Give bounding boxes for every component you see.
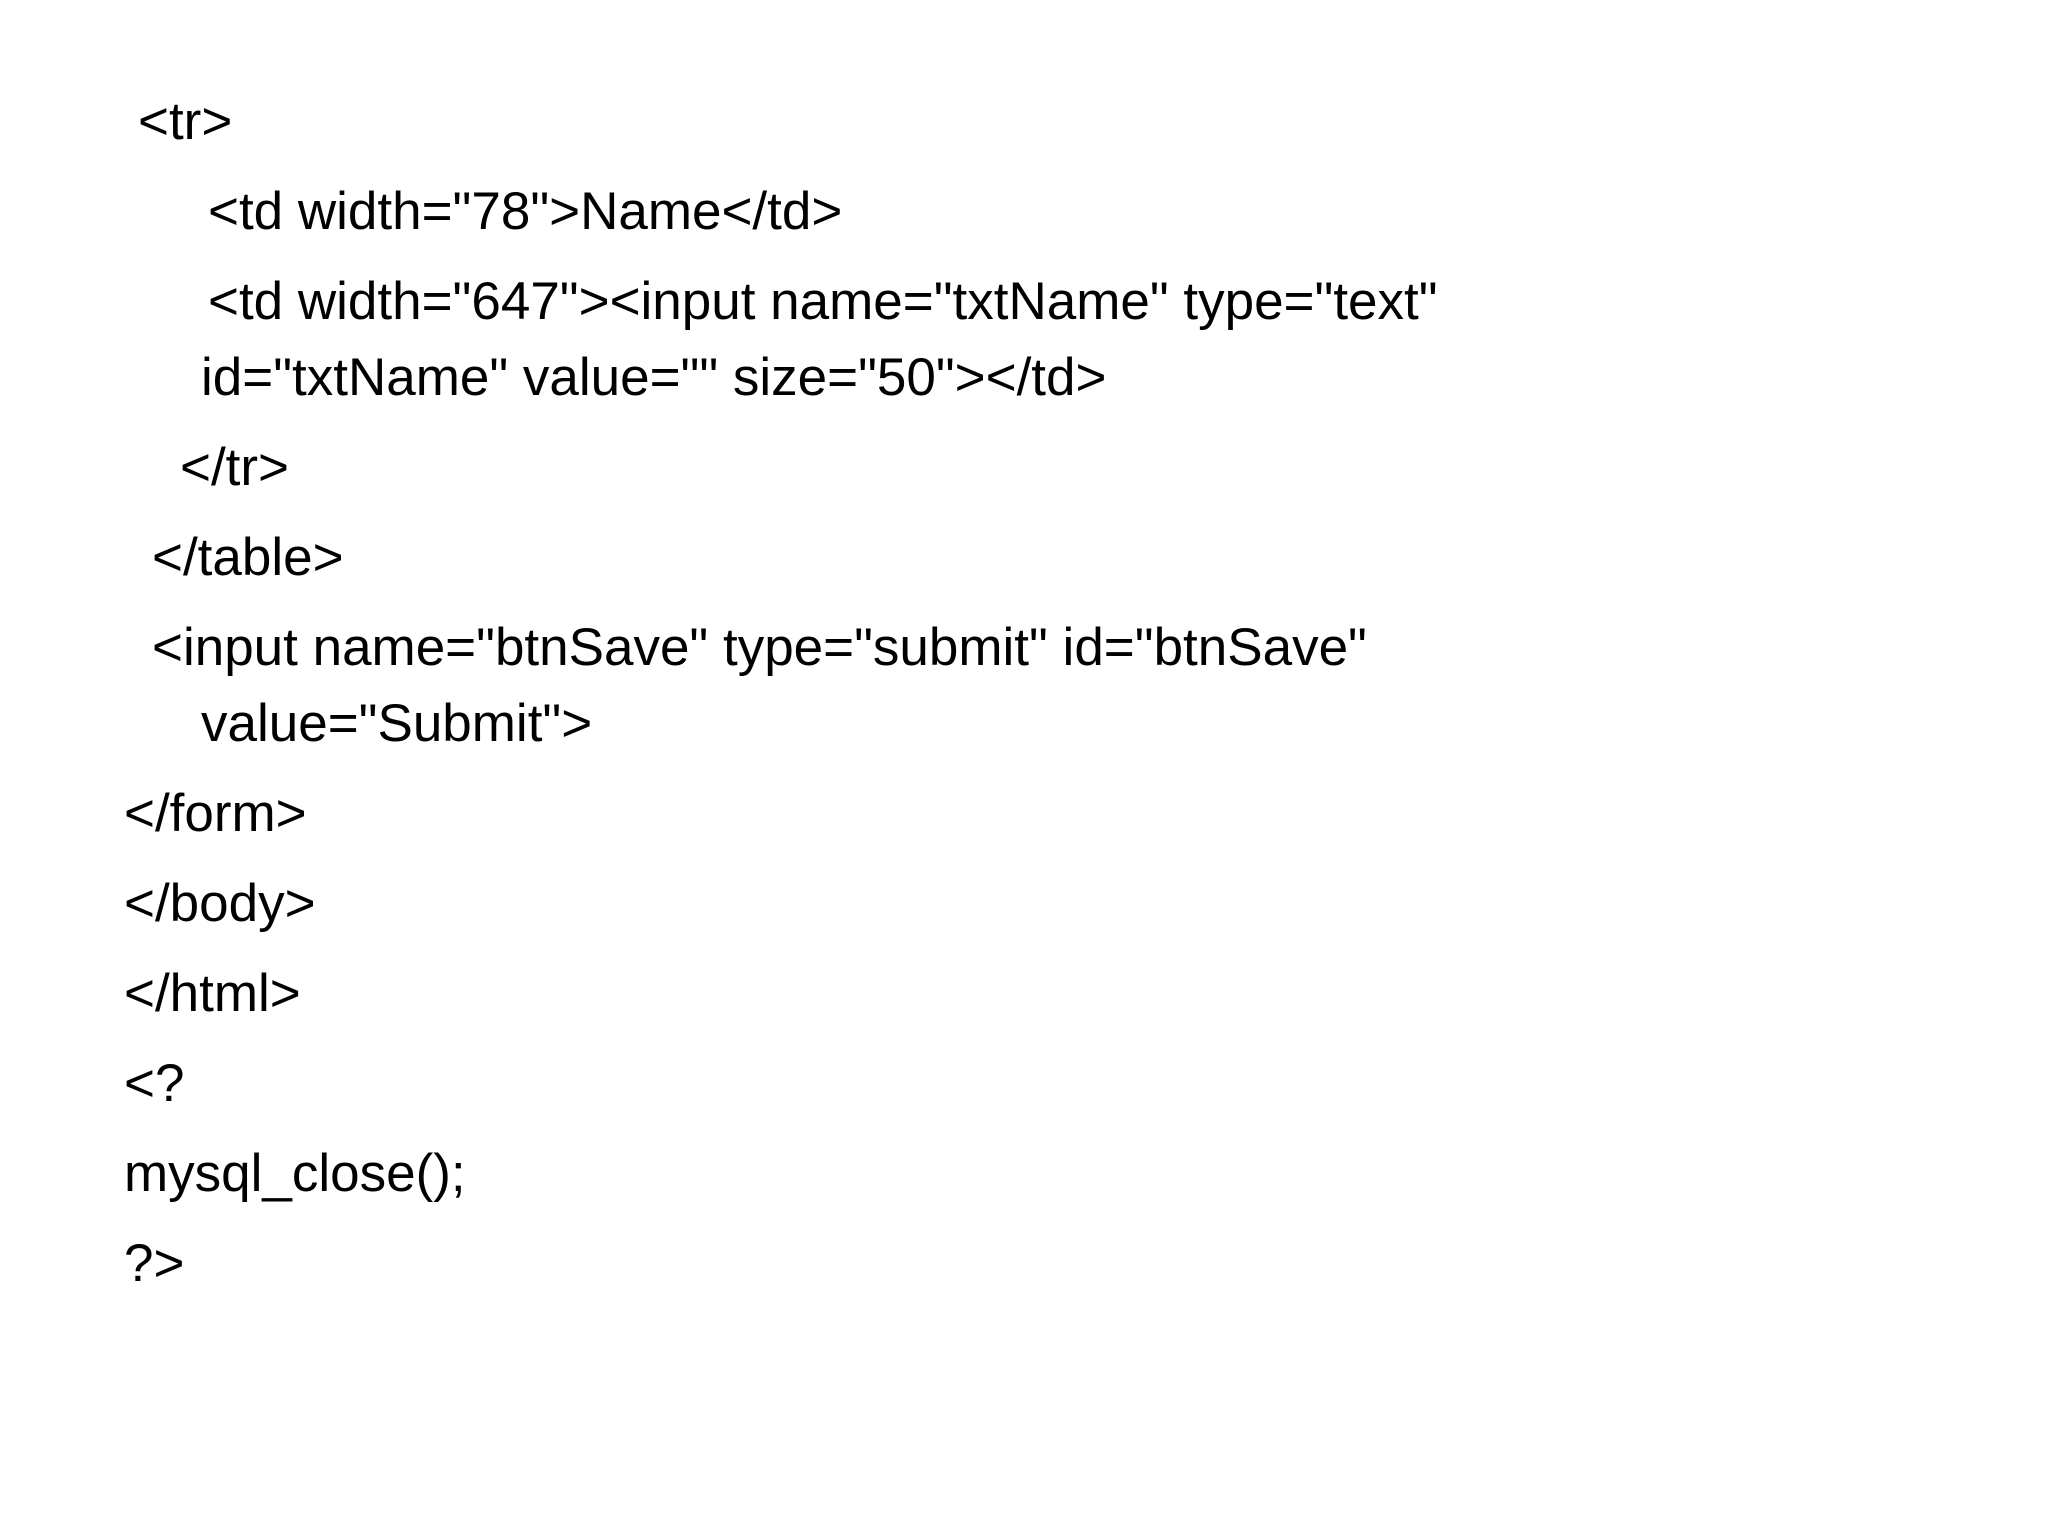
- code-line-td-input: <td width="647"><input name="txtName" ty…: [208, 272, 1438, 331]
- code-line-html-close: </html>: [124, 964, 301, 1023]
- code-line-php-close: ?>: [124, 1234, 185, 1293]
- code-line-form-close: </form>: [124, 784, 307, 843]
- code-line-mysql-close: mysql_close();: [124, 1144, 466, 1203]
- code-line-php-open: <?: [124, 1054, 185, 1113]
- code-line-submit-input-cont: value="Submit">: [201, 694, 593, 753]
- code-line-tr-open: <tr>: [138, 92, 233, 151]
- code-line-table-close: </table>: [152, 528, 344, 587]
- code-line-td-input-cont: id="txtName" value="" size="50"></td>: [201, 348, 1107, 407]
- code-line-submit-input: <input name="btnSave" type="submit" id="…: [152, 618, 1367, 677]
- code-line-body-close: </body>: [124, 874, 316, 933]
- code-line-td-name: <td width="78">Name</td>: [208, 182, 843, 241]
- code-line-tr-close: </tr>: [180, 438, 290, 497]
